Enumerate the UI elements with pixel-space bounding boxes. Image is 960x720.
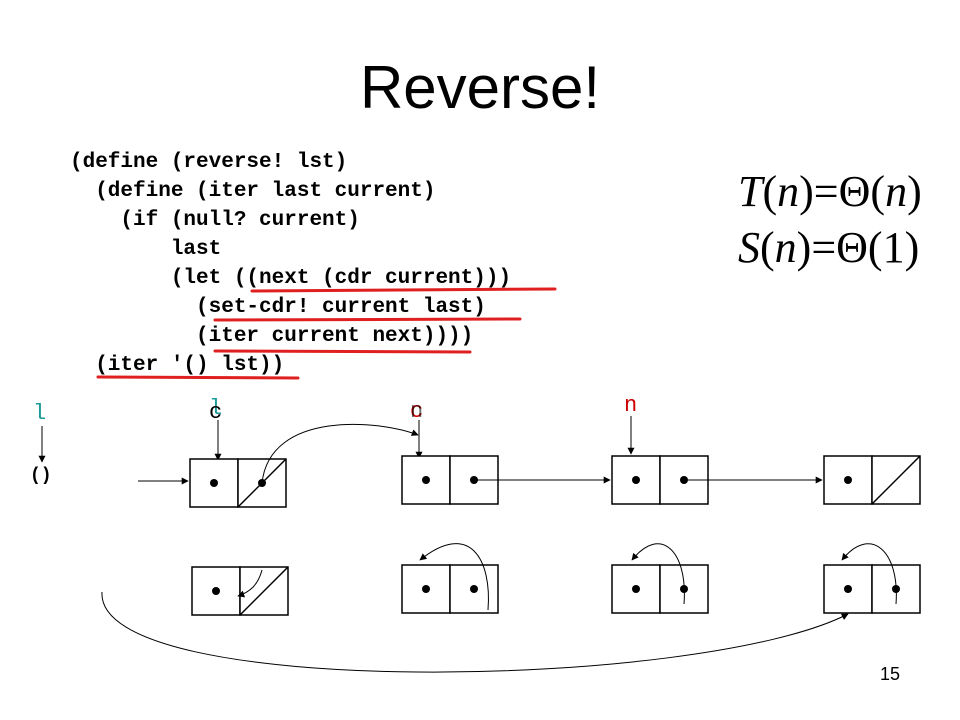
underline-set-cdr [213, 317, 522, 322]
top-row-dots [210, 476, 852, 487]
code-line: (define (reverse! lst) [70, 151, 348, 174]
bottom-row-cells [191, 564, 921, 616]
reversed-link-curve [261, 423, 419, 484]
time-fn: T [738, 167, 763, 216]
bottom-row-dots [212, 585, 900, 595]
code-underlines [96, 287, 557, 380]
cons-cell [823, 455, 921, 505]
code-line: (let ((next (cdr current))) [70, 267, 512, 290]
nil-label: () [30, 466, 52, 486]
space-fn: S [738, 223, 760, 272]
slide-title: Reverse! [359, 54, 601, 121]
pointer-label-c-red: c [410, 399, 424, 424]
code-block: (define (reverse! lst) (define (iter las… [70, 148, 511, 380]
time-inner: n [885, 167, 908, 216]
top-row-cells [189, 455, 921, 508]
page-number: 15 [880, 664, 901, 684]
top-row-links [138, 423, 823, 485]
code-line: (if (null? current) [70, 209, 360, 232]
code-line: last [70, 238, 222, 261]
bottom-row-links [101, 543, 897, 673]
code-line: (iter '() lst)) [70, 354, 285, 377]
wrap-around-curve [101, 591, 849, 673]
cons-cell [823, 564, 921, 614]
pointer-label-n-overlay: n [410, 399, 424, 424]
code-line: (iter current next)))) [70, 325, 474, 348]
pointer-label-l-overlay: l [209, 396, 223, 421]
underline-iter-call [213, 349, 472, 354]
pointer-label-l: l [33, 401, 47, 426]
space-arg: n [774, 223, 797, 272]
pointer-label-n: n [624, 393, 638, 418]
space-complexity-equation: S(n)=Θ(1) [738, 223, 920, 272]
cons-cell [189, 458, 287, 508]
pointer-arrows [38, 416, 635, 463]
code-line: (define (iter last current) [70, 180, 436, 203]
time-complexity-equation: T(n)=Θ(n) [738, 167, 922, 216]
space-eq: = [811, 223, 837, 272]
space-inner: 1 [882, 223, 905, 272]
cons-cell [611, 564, 709, 614]
code-line: (set-cdr! current last) [70, 296, 486, 319]
cons-cell [401, 564, 499, 614]
underline-let-binding [250, 287, 557, 293]
time-theta: Θ [838, 167, 871, 216]
underline-initial-call [96, 375, 300, 380]
cons-cell [191, 566, 289, 616]
space-theta: Θ [836, 223, 868, 272]
time-arg: n [777, 167, 800, 216]
time-eq: = [813, 167, 839, 216]
pointer-label-c-overlay: c [209, 400, 223, 425]
